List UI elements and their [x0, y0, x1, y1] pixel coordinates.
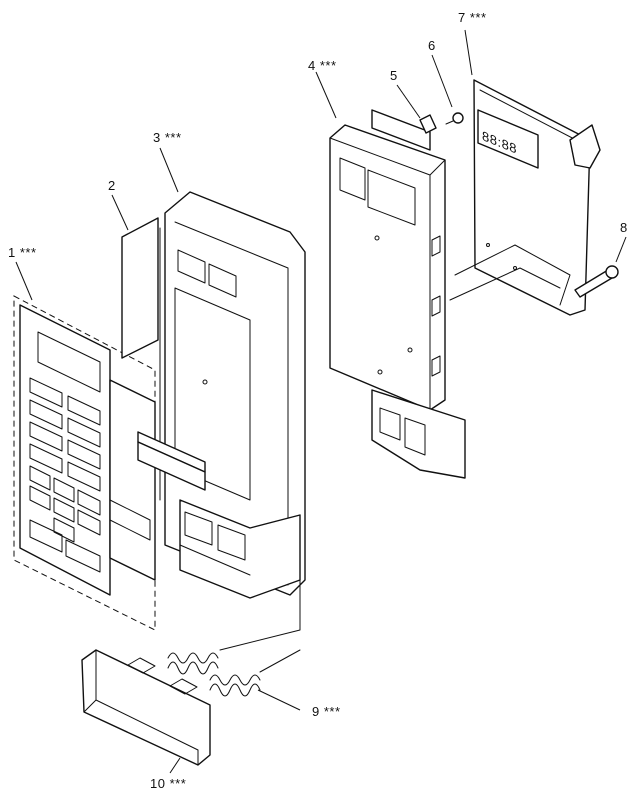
part-5-clip	[419, 114, 437, 134]
leader-lines	[15, 29, 627, 774]
callout-7: 7 ***	[458, 10, 487, 25]
part-3-control-housing	[137, 191, 306, 599]
callout-4: 4 ***	[308, 58, 337, 73]
part-9-springs	[167, 559, 301, 697]
callout-3: 3 ***	[153, 130, 182, 145]
callout-1: 1 ***	[8, 245, 37, 260]
part-7-display-board: 88:88	[449, 79, 601, 316]
part-10-door-button	[81, 649, 211, 766]
part-8-screw	[574, 265, 619, 298]
part-4-chassis	[329, 109, 466, 479]
part-1-keypad-membrane	[13, 295, 156, 631]
part-2-plate	[121, 217, 159, 359]
callout-9: 9 ***	[312, 704, 341, 719]
part-6-screw	[445, 112, 464, 125]
callout-labels: 1 *** 2 3 *** 4 *** 5 6 7 *** 8 9 *** 10…	[8, 10, 628, 791]
callout-10: 10 ***	[150, 776, 186, 791]
callout-8: 8	[620, 220, 628, 235]
callout-2: 2	[108, 178, 116, 193]
callout-6: 6	[428, 38, 436, 53]
callout-5: 5	[390, 68, 398, 83]
